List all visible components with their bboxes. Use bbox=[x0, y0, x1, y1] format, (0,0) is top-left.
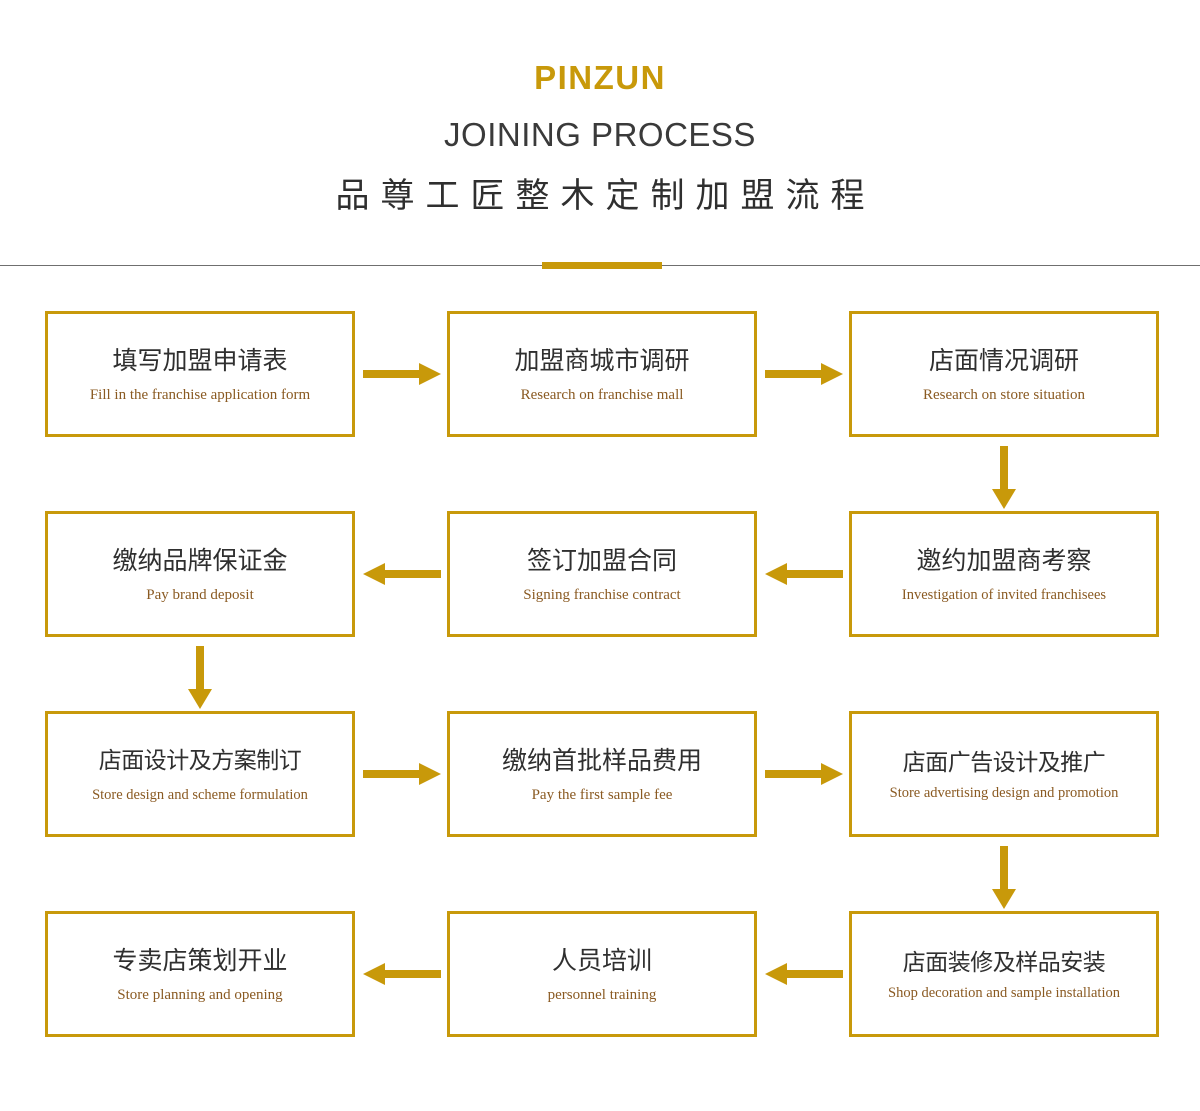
arrow-shaft bbox=[196, 646, 204, 691]
arrow-shaft bbox=[363, 770, 421, 778]
arrow-head bbox=[363, 563, 385, 585]
arrow-left-icon bbox=[363, 963, 441, 985]
flow-node-mall-research[interactable]: 加盟商城市调研 Research on franchise mall bbox=[447, 311, 757, 437]
arrow-left-icon bbox=[765, 963, 843, 985]
flow-node-store-opening[interactable]: 专卖店策划开业 Store planning and opening bbox=[45, 911, 355, 1037]
flow-node-subtitle: Signing franchise contract bbox=[523, 586, 681, 603]
arrow-right-icon bbox=[765, 763, 843, 785]
arrow-right-icon bbox=[765, 363, 843, 385]
arrow-shaft bbox=[765, 370, 823, 378]
arrow-shaft bbox=[1000, 846, 1008, 891]
arrow-left-icon bbox=[363, 563, 441, 585]
flow-row-1: 填写加盟申请表 Fill in the franchise applicatio… bbox=[0, 311, 1200, 511]
arrow-head bbox=[419, 763, 441, 785]
flow-node-title: 加盟商城市调研 bbox=[514, 345, 690, 375]
flow-node-title: 签订加盟合同 bbox=[526, 545, 677, 575]
page-header: PINZUN JOINING PROCESS 品尊工匠整木定制加盟流程 bbox=[0, 0, 1200, 221]
flow-node-shop-decoration[interactable]: 店面装修及样品安装 Shop decoration and sample ins… bbox=[849, 911, 1159, 1037]
arrow-down-icon bbox=[992, 446, 1016, 509]
flow-node-advertising-design[interactable]: 店面广告设计及推广 Store advertising design and p… bbox=[849, 711, 1159, 837]
arrow-left-icon bbox=[765, 563, 843, 585]
flow-node-store-research[interactable]: 店面情况调研 Research on store situation bbox=[849, 311, 1159, 437]
flow-node-title: 邀约加盟商考察 bbox=[916, 545, 1092, 575]
flow-node-store-design[interactable]: 店面设计及方案制订 Store design and scheme formul… bbox=[45, 711, 355, 837]
flow-node-pay-brand-deposit[interactable]: 缴纳品牌保证金 Pay brand deposit bbox=[45, 511, 355, 637]
arrow-head bbox=[992, 489, 1016, 509]
arrow-down-icon bbox=[188, 646, 212, 709]
arrow-head bbox=[821, 363, 843, 385]
flow-node-subtitle: Store advertising design and promotion bbox=[889, 784, 1119, 801]
flow-node-title: 缴纳首批样品费用 bbox=[501, 745, 702, 775]
english-subtitle: JOINING PROCESS bbox=[444, 116, 756, 153]
arrow-shaft bbox=[785, 570, 843, 578]
flow-node-title: 填写加盟申请表 bbox=[112, 345, 288, 375]
arrow-right-icon bbox=[363, 363, 441, 385]
arrow-down-icon bbox=[992, 846, 1016, 909]
arrow-head bbox=[188, 689, 212, 709]
divider-accent-bar bbox=[542, 262, 662, 269]
flow-node-subtitle: Fill in the franchise application form bbox=[89, 386, 311, 403]
flow-node-subtitle: personnel training bbox=[547, 986, 657, 1003]
flow-node-sign-contract[interactable]: 签订加盟合同 Signing franchise contract bbox=[447, 511, 757, 637]
arrow-shaft bbox=[363, 370, 421, 378]
flow-node-subtitle: Store planning and opening bbox=[117, 986, 283, 1003]
joining-process-flowchart: 填写加盟申请表 Fill in the franchise applicatio… bbox=[0, 311, 1200, 1111]
arrow-head bbox=[419, 363, 441, 385]
arrow-shaft bbox=[785, 970, 843, 978]
flow-node-title: 店面设计及方案制订 bbox=[98, 747, 302, 774]
flow-node-title: 店面广告设计及推广 bbox=[902, 749, 1106, 776]
arrow-head bbox=[821, 763, 843, 785]
flow-node-pay-sample-fee[interactable]: 缴纳首批样品费用 Pay the first sample fee bbox=[447, 711, 757, 837]
flow-node-personnel-training[interactable]: 人员培训 personnel training bbox=[447, 911, 757, 1037]
flow-node-subtitle: Pay the first sample fee bbox=[531, 786, 673, 803]
arrow-shaft bbox=[383, 570, 441, 578]
flow-node-title: 店面情况调研 bbox=[928, 345, 1079, 375]
flow-row-2: 缴纳品牌保证金 Pay brand deposit 签订加盟合同 Signing… bbox=[0, 511, 1200, 711]
flow-node-subtitle: Research on store situation bbox=[922, 386, 1086, 403]
header-divider bbox=[0, 262, 1200, 270]
arrow-head bbox=[363, 963, 385, 985]
arrow-head bbox=[992, 889, 1016, 909]
flow-node-title: 专卖店策划开业 bbox=[112, 945, 288, 975]
flow-node-subtitle: Shop decoration and sample installation bbox=[888, 984, 1120, 1001]
arrow-head bbox=[765, 963, 787, 985]
arrow-head bbox=[765, 563, 787, 585]
flow-row-4: 专卖店策划开业 Store planning and opening 人员培训 … bbox=[0, 911, 1200, 1111]
arrow-shaft bbox=[1000, 446, 1008, 491]
flow-node-invited-investigation[interactable]: 邀约加盟商考察 Investigation of invited franchi… bbox=[849, 511, 1159, 637]
arrow-shaft bbox=[383, 970, 441, 978]
flow-node-subtitle: Research on franchise mall bbox=[520, 386, 684, 403]
flow-node-subtitle: Pay brand deposit bbox=[146, 586, 254, 603]
flow-node-title: 缴纳品牌保证金 bbox=[112, 545, 288, 575]
flow-row-3: 店面设计及方案制订 Store design and scheme formul… bbox=[0, 711, 1200, 911]
flow-node-subtitle: Store design and scheme formulation bbox=[92, 786, 308, 803]
arrow-shaft bbox=[765, 770, 823, 778]
page-title: 品尊工匠整木定制加盟流程 bbox=[335, 176, 876, 216]
brand-name: PINZUN bbox=[534, 59, 666, 96]
arrow-right-icon bbox=[363, 763, 441, 785]
flow-node-title: 店面装修及样品安装 bbox=[902, 949, 1106, 976]
flow-node-subtitle: Investigation of invited franchisees bbox=[901, 586, 1107, 603]
flow-node-fill-application[interactable]: 填写加盟申请表 Fill in the franchise applicatio… bbox=[45, 311, 355, 437]
flow-node-title: 人员培训 bbox=[551, 945, 652, 975]
